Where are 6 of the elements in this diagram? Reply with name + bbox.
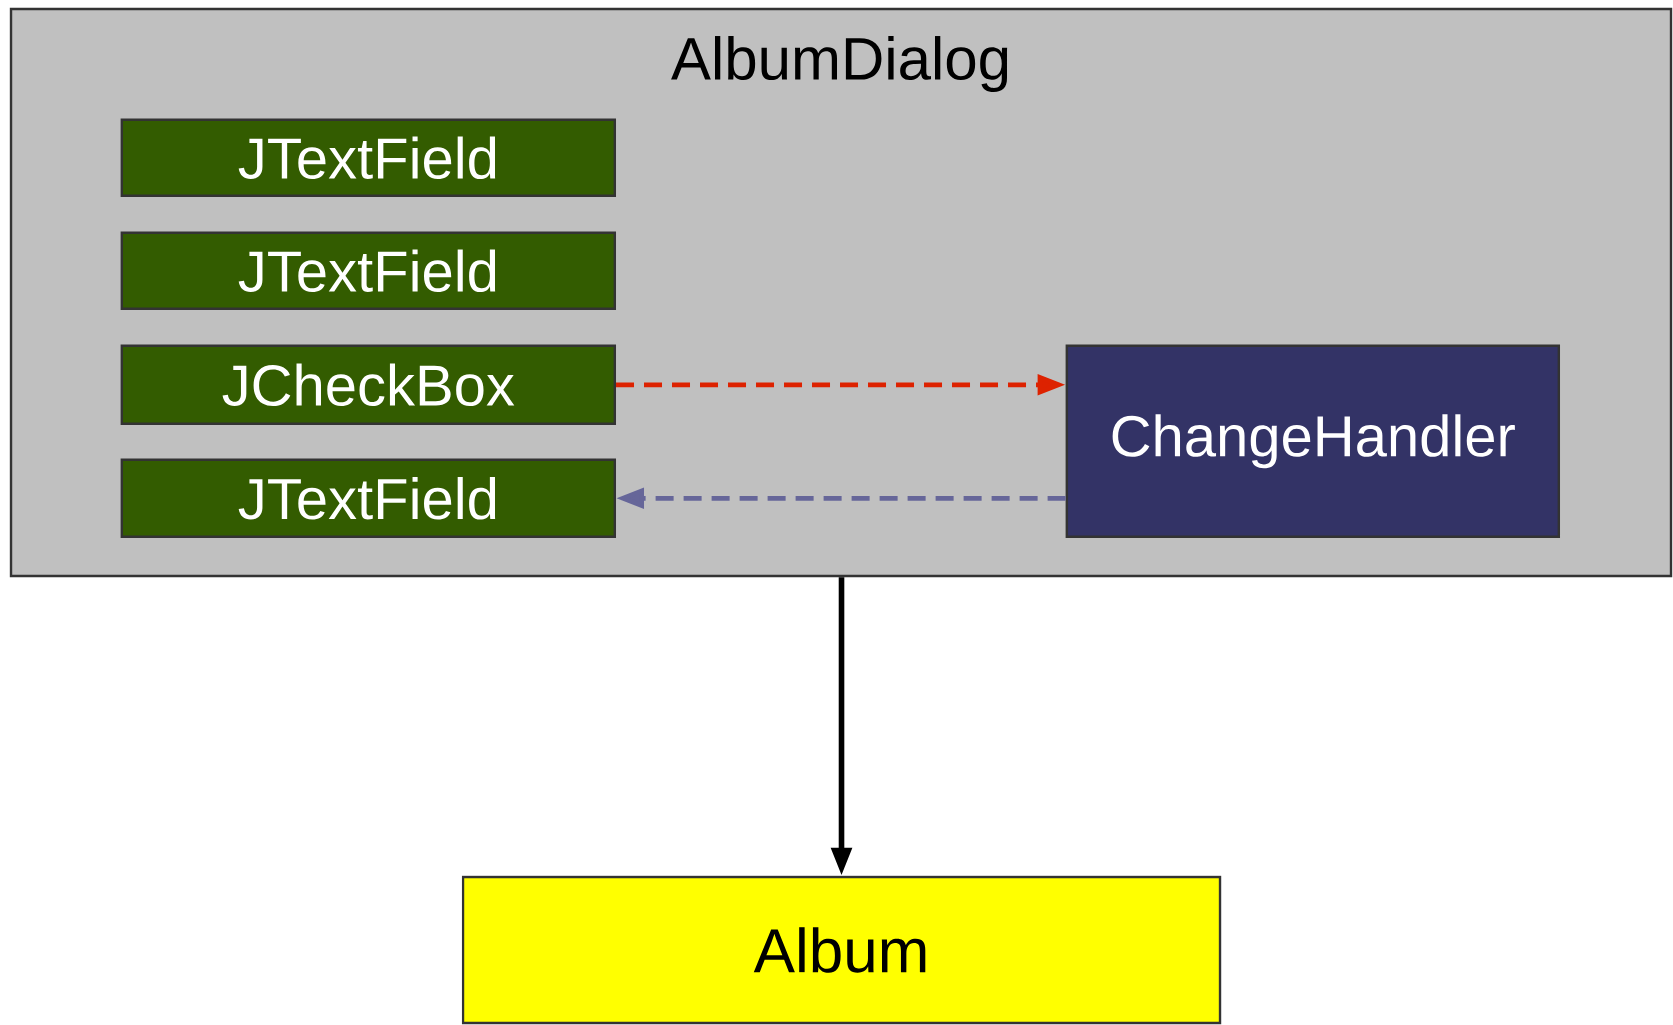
- handler-box: ChangeHandler: [1065, 344, 1560, 538]
- component-box: JTextField: [120, 458, 616, 538]
- component-box: JTextField: [120, 118, 616, 197]
- component-box: JTextField: [120, 231, 616, 310]
- component-box: JCheckBox: [120, 344, 616, 425]
- class-box: Album: [461, 875, 1222, 1025]
